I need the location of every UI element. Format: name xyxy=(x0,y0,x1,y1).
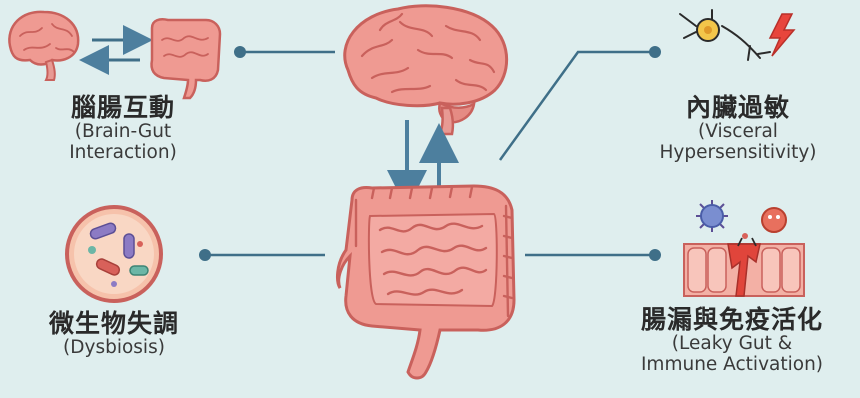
immune-cell-icon xyxy=(762,208,786,232)
subtitle-dysbiosis-line1: (Dysbiosis) xyxy=(14,338,214,359)
subtitle-brain-gut-line1: (Brain-Gut xyxy=(18,122,228,143)
title-dysbiosis: 微生物失調 xyxy=(14,310,214,338)
label-dysbiosis: 微生物失調 (Dysbiosis) xyxy=(14,310,214,359)
connector-dysbiosis xyxy=(199,249,325,261)
title-brain-gut: 腦腸互動 xyxy=(18,94,228,122)
subtitle-leaky-line1: (Leaky Gut & xyxy=(606,334,858,355)
label-leaky: 腸漏與免疫活化 (Leaky Gut & Immune Activation) xyxy=(606,306,858,375)
small-brain-icon xyxy=(9,12,78,80)
title-visceral: 內臟過敏 xyxy=(620,94,856,122)
small-intestine-icon xyxy=(152,19,221,98)
virus-icon xyxy=(696,200,728,232)
microbes-dish-icon xyxy=(67,207,161,301)
intestine-icon xyxy=(338,186,514,378)
subtitle-brain-gut-line2: Interaction) xyxy=(18,143,228,164)
subtitle-leaky-line2: Immune Activation) xyxy=(606,355,858,376)
brain-icon xyxy=(345,6,507,134)
connector-leaky xyxy=(525,249,661,261)
nerve-lightning-icon xyxy=(680,10,794,60)
subtitle-visceral-line1: (Visceral xyxy=(620,122,856,143)
label-brain-gut: 腦腸互動 (Brain-Gut Interaction) xyxy=(18,94,228,163)
connector-brain-gut xyxy=(234,46,335,58)
brain-gut-exchange-icon xyxy=(9,12,220,98)
leaky-gut-immune-icon xyxy=(684,200,804,296)
label-visceral: 內臟過敏 (Visceral Hypersensitivity) xyxy=(620,94,856,163)
title-leaky: 腸漏與免疫活化 xyxy=(606,306,858,334)
subtitle-visceral-line2: Hypersensitivity) xyxy=(620,143,856,164)
